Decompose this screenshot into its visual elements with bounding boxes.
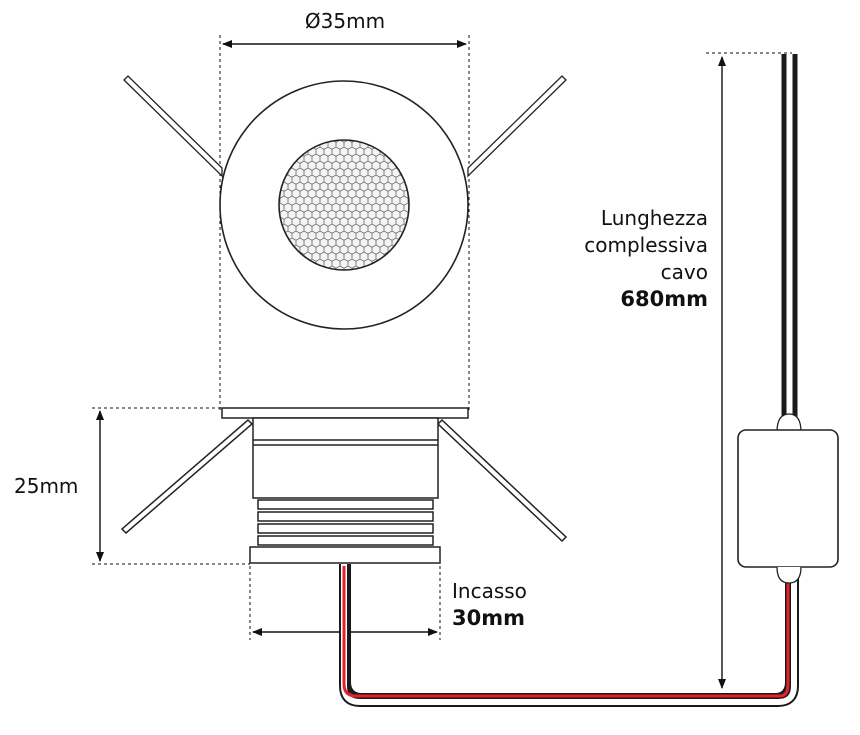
fin-3	[257, 523, 434, 534]
height-label: 25mm	[14, 474, 78, 498]
fin-4	[257, 535, 434, 546]
cable-label-value: 680mm	[620, 287, 708, 311]
height-dimension: 25mm	[14, 407, 250, 565]
recess-title: Incasso	[452, 579, 527, 603]
clip-right	[467, 75, 567, 178]
cable-red-wire	[342, 566, 790, 698]
cable-label-line3: cavo	[661, 260, 708, 284]
honeycomb-lens	[278, 139, 410, 271]
diameter-dimension: Ø35mm	[219, 9, 470, 412]
recess-dimension: Incasso 30mm	[249, 566, 527, 640]
cable-gap	[341, 564, 797, 705]
top-spring-clips	[123, 75, 567, 178]
cable-label-line1: Lunghezza	[601, 206, 708, 230]
cable	[339, 564, 799, 707]
strain-relief-bottom	[776, 566, 802, 584]
strain-relief-top	[776, 413, 802, 433]
driver-box	[737, 429, 839, 568]
top-view-housing	[219, 80, 469, 330]
recess-value: 30mm	[452, 606, 525, 630]
fin-2	[257, 511, 434, 522]
fin-1	[257, 499, 434, 510]
base	[249, 546, 441, 564]
cable-outer-black	[339, 564, 799, 707]
cable-length-dimension: Lunghezza complessiva cavo 680mm	[584, 52, 792, 689]
diameter-label: Ø35mm	[305, 9, 385, 33]
driver	[737, 54, 839, 584]
side-clip-left	[120, 418, 254, 535]
clip-left	[123, 75, 223, 178]
cable-label-line2: complessiva	[584, 233, 708, 257]
flange	[221, 407, 469, 419]
body-upper	[252, 417, 439, 499]
side-clip-right	[436, 418, 568, 543]
side-view	[120, 407, 568, 564]
